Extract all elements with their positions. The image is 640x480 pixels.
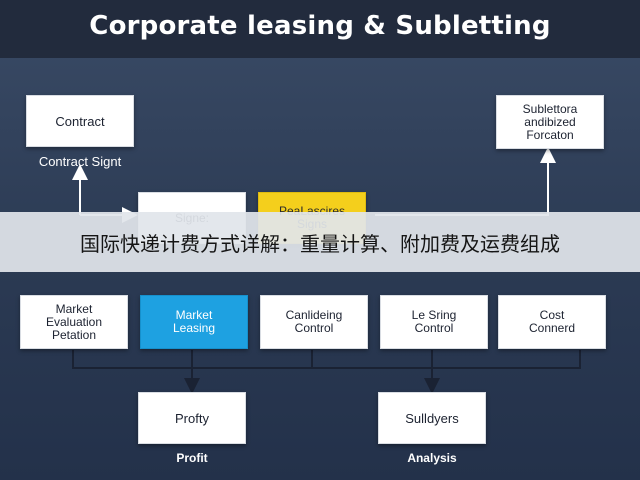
contract-caption: Contract Signt — [38, 154, 122, 169]
row-box-1: Market Evaluation Petation — [20, 295, 128, 349]
row-box-3: Canlideing Control — [260, 295, 368, 349]
profit-box: Profty — [138, 392, 246, 444]
header-bar — [0, 0, 640, 58]
analysis-caption: Analysis — [407, 451, 457, 465]
analysis-box: Sulldyers — [378, 392, 486, 444]
overlay-banner: 国际快递计费方式详解：重量计算、附加费及运费组成 — [0, 212, 640, 272]
profit-caption: Profit — [176, 451, 208, 465]
row-box-5: Cost Connerd — [498, 295, 606, 349]
row-box-4: Le Sring Control — [380, 295, 488, 349]
contract-box: Contract — [26, 95, 134, 147]
sublet-box: Sublettora andibized Forcaton — [496, 95, 604, 149]
banner-text: 国际快递计费方式详解：重量计算、附加费及运费组成 — [80, 231, 560, 256]
line-yellow-to-sublet — [375, 147, 556, 216]
page-title: Corporate leasing & Subletting — [89, 11, 551, 41]
row-box-2: Market Leasing — [140, 295, 248, 349]
line-row-bus — [72, 350, 581, 369]
